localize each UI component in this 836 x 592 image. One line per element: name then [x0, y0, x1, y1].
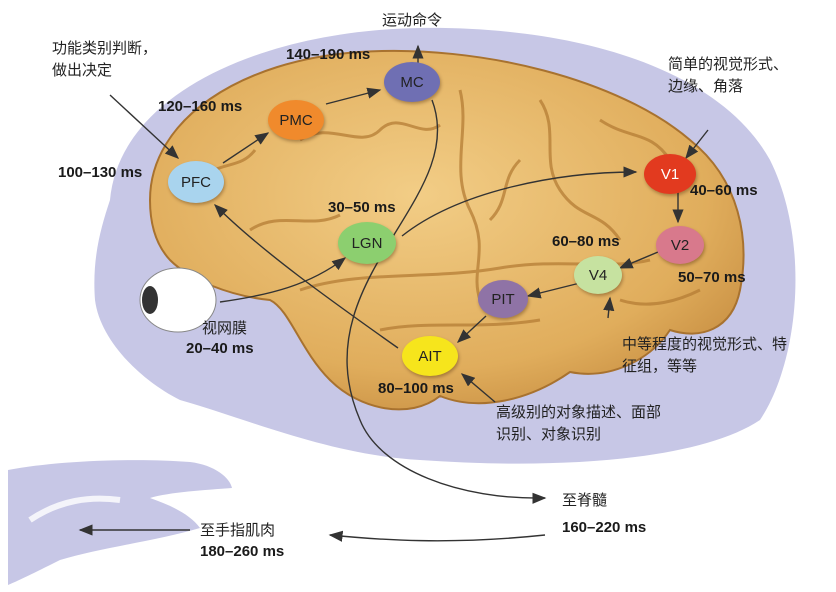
ait-label: AIT — [418, 348, 441, 365]
v1-node: V1 — [644, 154, 696, 194]
to-hand-muscle-label: 至手指肌肉 — [200, 520, 275, 540]
pfc-function-line1: 功能类别判断， — [52, 38, 157, 58]
mc-label: MC — [400, 74, 423, 91]
pfc-node: PFC — [168, 161, 224, 203]
hand-silhouette — [8, 460, 232, 585]
v4-node: V4 — [574, 256, 622, 294]
pmc-label: PMC — [279, 112, 312, 129]
pfc-time: 100–130 ms — [58, 164, 142, 181]
retina-time: 20–40 ms — [186, 340, 254, 357]
v1-label: V1 — [661, 166, 679, 183]
v1-time: 40–60 ms — [690, 182, 758, 199]
to-spinal-cord-label: 至脊髓 — [562, 490, 607, 510]
v4-function-line2: 征组，等等 — [622, 356, 697, 376]
lgn-time: 30–50 ms — [328, 199, 396, 216]
hand-time: 180–260 ms — [200, 543, 284, 560]
mc-time: 140–190 ms — [286, 46, 370, 63]
ait-function-line1: 高级别的对象描述、面部 — [496, 402, 661, 422]
ait-time: 80–100 ms — [378, 380, 454, 397]
pmc-time: 120–160 ms — [158, 98, 242, 115]
lgn-node: LGN — [338, 222, 396, 264]
pfc-function-line2: 做出决定 — [52, 60, 112, 80]
v4-label: V4 — [589, 267, 607, 284]
retina-label: 视网膜 — [202, 318, 247, 338]
pit-node: PIT — [478, 280, 528, 318]
v2-node: V2 — [656, 226, 704, 264]
pfc-label: PFC — [181, 174, 211, 191]
v1-function-line2: 边缘、角落 — [668, 76, 743, 96]
v1-function-line1: 简单的视觉形式、 — [668, 54, 788, 74]
ait-function-line2: 识别、对象识别 — [496, 424, 601, 444]
v4-function-line1: 中等程度的视觉形式、特 — [622, 334, 787, 354]
ait-node: AIT — [402, 336, 458, 376]
pmc-node: PMC — [268, 100, 324, 140]
v2-time: 50–70 ms — [678, 269, 746, 286]
motor-command-label: 运动命令 — [382, 10, 442, 30]
v4-time: 60–80 ms — [552, 233, 620, 250]
pit-label: PIT — [491, 291, 514, 308]
mc-node: MC — [384, 62, 440, 102]
spinal-time: 160–220 ms — [562, 519, 646, 536]
v2-label: V2 — [671, 237, 689, 254]
lgn-label: LGN — [352, 235, 383, 252]
